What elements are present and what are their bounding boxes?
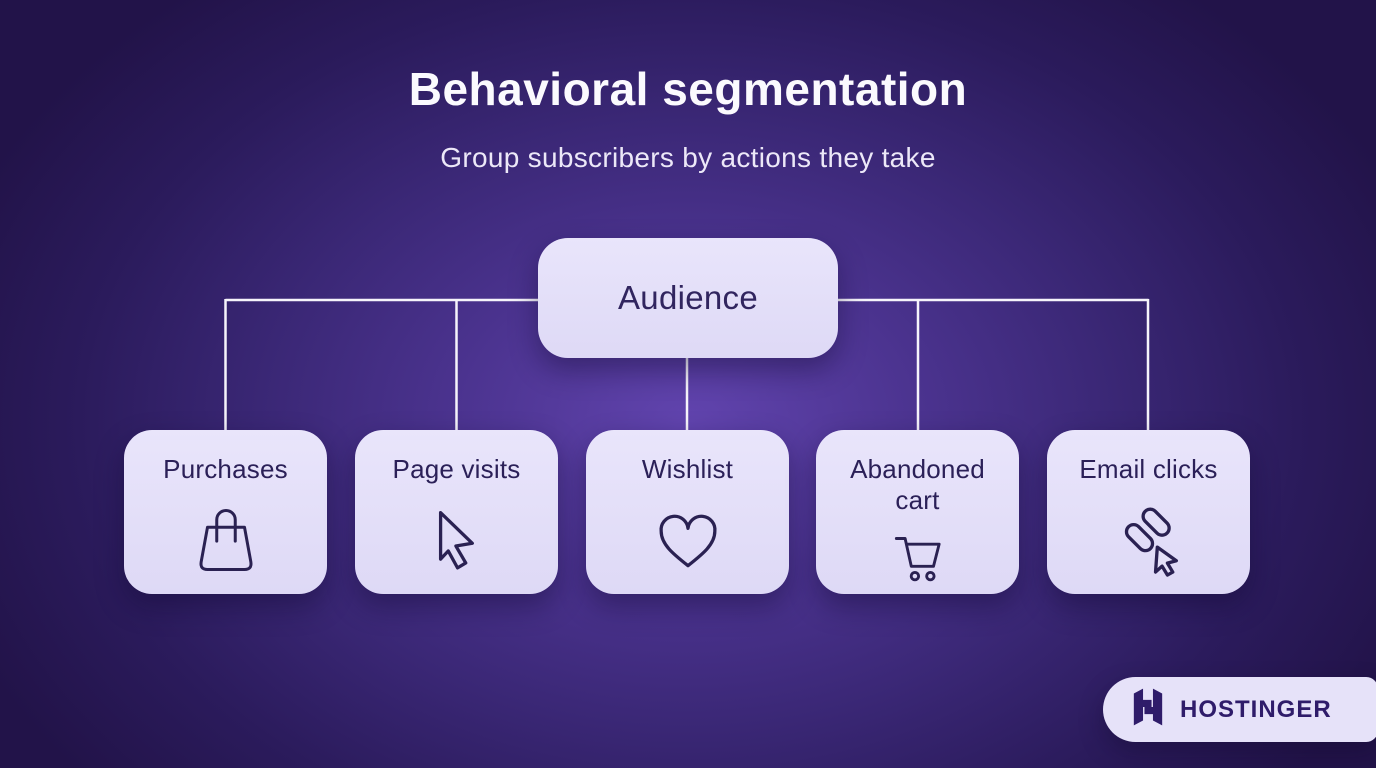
node-purchases-label: Purchases: [163, 454, 288, 484]
node-wishlist-label: Wishlist: [641, 454, 734, 484]
node-abandoned-cart: Abandoned cart: [816, 430, 1019, 594]
node-email-clicks-label: Email clicks: [1079, 454, 1218, 484]
node-email-clicks: Email clicks: [1047, 430, 1250, 594]
cursor-icon: [422, 485, 492, 594]
brand-pill: HOSTINGER: [1103, 677, 1376, 742]
page-title: Behavioral segmentation: [408, 63, 968, 115]
shopping-bag-icon: [189, 485, 263, 594]
header: Behavioral segmentation Group subscriber…: [0, 62, 1376, 174]
heart-icon: [650, 485, 726, 594]
shopping-cart-icon: [885, 516, 951, 594]
node-page-visits: Page visits: [355, 430, 558, 594]
node-purchases: Purchases: [124, 430, 327, 594]
hostinger-h-icon: [1131, 687, 1165, 732]
link-click-icon: [1111, 485, 1187, 594]
node-page-visits-label: Page visits: [392, 454, 521, 484]
node-wishlist: Wishlist: [586, 430, 789, 594]
page-subtitle: Group subscribers by actions they take: [440, 142, 936, 173]
brand-logo-text: HOSTINGER: [1180, 695, 1332, 723]
node-audience-label: Audience: [617, 279, 758, 316]
node-abandoned-cart-label: Abandoned cart: [850, 454, 985, 515]
node-audience: Audience: [538, 238, 838, 358]
